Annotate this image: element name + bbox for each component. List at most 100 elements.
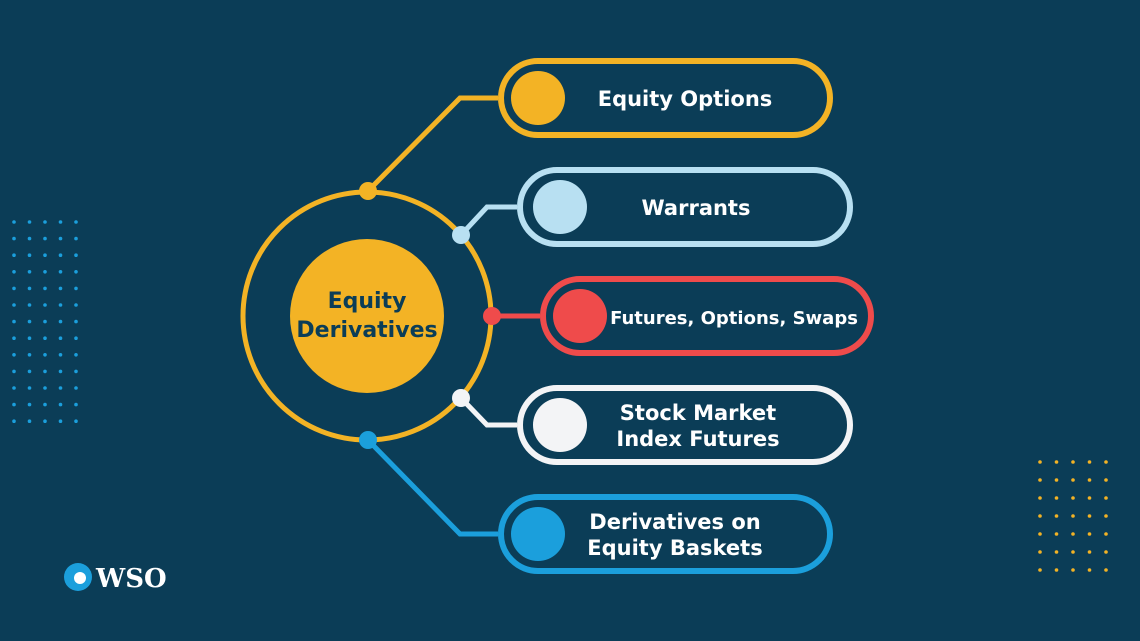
grid-dot xyxy=(1087,550,1092,554)
grid-dot xyxy=(1038,514,1042,518)
grid-dot xyxy=(1054,478,1059,482)
grid-dot xyxy=(43,353,47,357)
grid-dot xyxy=(1071,568,1075,572)
grid-dot xyxy=(74,402,78,407)
grid-dot xyxy=(27,303,32,307)
grid-dot xyxy=(43,286,47,291)
connector-node xyxy=(483,307,501,325)
item-label: Warrants xyxy=(642,196,751,220)
grid-dot xyxy=(27,336,32,341)
grid-dot xyxy=(43,319,47,324)
item-bullet-icon xyxy=(511,507,565,561)
grid-dot xyxy=(58,402,63,407)
grid-dot xyxy=(27,353,32,357)
grid-dot xyxy=(12,303,16,307)
grid-dot xyxy=(1054,568,1059,572)
grid-dot xyxy=(58,236,63,241)
grid-dot xyxy=(27,220,32,224)
grid-dot xyxy=(1087,460,1092,464)
grid-dot xyxy=(1104,532,1108,536)
grid-dot xyxy=(74,236,78,241)
grid-dot xyxy=(1087,532,1092,536)
grid-dot xyxy=(27,419,32,424)
connector-node xyxy=(359,182,377,200)
grid-dot xyxy=(58,270,63,274)
grid-dot xyxy=(1087,496,1092,500)
dot-grid-left xyxy=(12,220,78,424)
grid-dot xyxy=(27,253,32,257)
dot-grid-right xyxy=(1038,460,1108,572)
grid-dot xyxy=(43,369,47,374)
item-pill xyxy=(517,167,853,247)
item-label: Equity Options xyxy=(598,87,773,111)
grid-dot xyxy=(12,402,16,407)
center-label-line1: Equity xyxy=(328,289,407,314)
grid-dot xyxy=(1087,478,1092,482)
grid-dot xyxy=(58,386,63,390)
grid-dot xyxy=(12,286,16,291)
grid-dot xyxy=(58,286,63,291)
grid-dot xyxy=(1104,514,1108,518)
grid-dot xyxy=(1054,514,1059,518)
grid-dot xyxy=(43,386,47,390)
grid-dot xyxy=(27,236,32,241)
grid-dot xyxy=(1071,478,1075,482)
grid-dot xyxy=(1104,568,1108,572)
connector-line xyxy=(366,95,498,193)
grid-dot xyxy=(43,336,47,341)
grid-dot xyxy=(43,419,47,424)
center-circle xyxy=(290,239,444,393)
grid-dot xyxy=(1054,460,1059,464)
grid-dot xyxy=(12,236,16,241)
grid-dot xyxy=(1038,568,1042,572)
grid-dot xyxy=(43,220,47,224)
grid-dot xyxy=(74,336,78,341)
item-label: Equity Baskets xyxy=(587,536,762,560)
grid-dot xyxy=(58,253,63,257)
connector-node xyxy=(359,431,377,449)
grid-dot xyxy=(1104,550,1108,554)
grid-dot xyxy=(12,270,16,274)
item-1: Equity Options xyxy=(359,58,833,200)
grid-dot xyxy=(74,369,78,374)
grid-dot xyxy=(1071,532,1075,536)
connector-line xyxy=(459,396,517,428)
grid-dot xyxy=(27,402,32,407)
item-bullet-icon xyxy=(511,71,565,125)
item-pill xyxy=(540,276,874,356)
grid-dot xyxy=(1054,550,1059,554)
grid-dot xyxy=(1038,460,1042,464)
grid-dot xyxy=(1087,514,1092,518)
grid-dot xyxy=(12,386,16,390)
grid-dot xyxy=(12,353,16,357)
grid-dot xyxy=(1071,514,1075,518)
grid-dot xyxy=(74,220,78,224)
connector-node xyxy=(452,226,470,244)
grid-dot xyxy=(1071,496,1075,500)
grid-dot xyxy=(58,369,63,374)
grid-dot xyxy=(74,253,78,257)
grid-dot xyxy=(1038,550,1042,554)
grid-dot xyxy=(1071,460,1075,464)
grid-dot xyxy=(12,369,16,374)
grid-dot xyxy=(58,220,63,224)
item-3: Futures, Options, Swaps xyxy=(483,276,874,356)
grid-dot xyxy=(12,319,16,324)
grid-dot xyxy=(12,220,16,224)
grid-dot xyxy=(27,386,32,390)
grid-dot xyxy=(27,319,32,324)
grid-dot xyxy=(43,253,47,257)
connector-node xyxy=(452,389,470,407)
grid-dot xyxy=(27,270,32,274)
item-bullet-icon xyxy=(533,398,587,452)
wso-logo: WSO xyxy=(64,563,167,594)
grid-dot xyxy=(1038,478,1042,482)
center-label-line2: Derivatives xyxy=(296,318,437,343)
grid-dot xyxy=(1038,496,1042,500)
item-pill xyxy=(498,58,833,138)
item-bullet-icon xyxy=(533,180,587,234)
grid-dot xyxy=(74,303,78,307)
